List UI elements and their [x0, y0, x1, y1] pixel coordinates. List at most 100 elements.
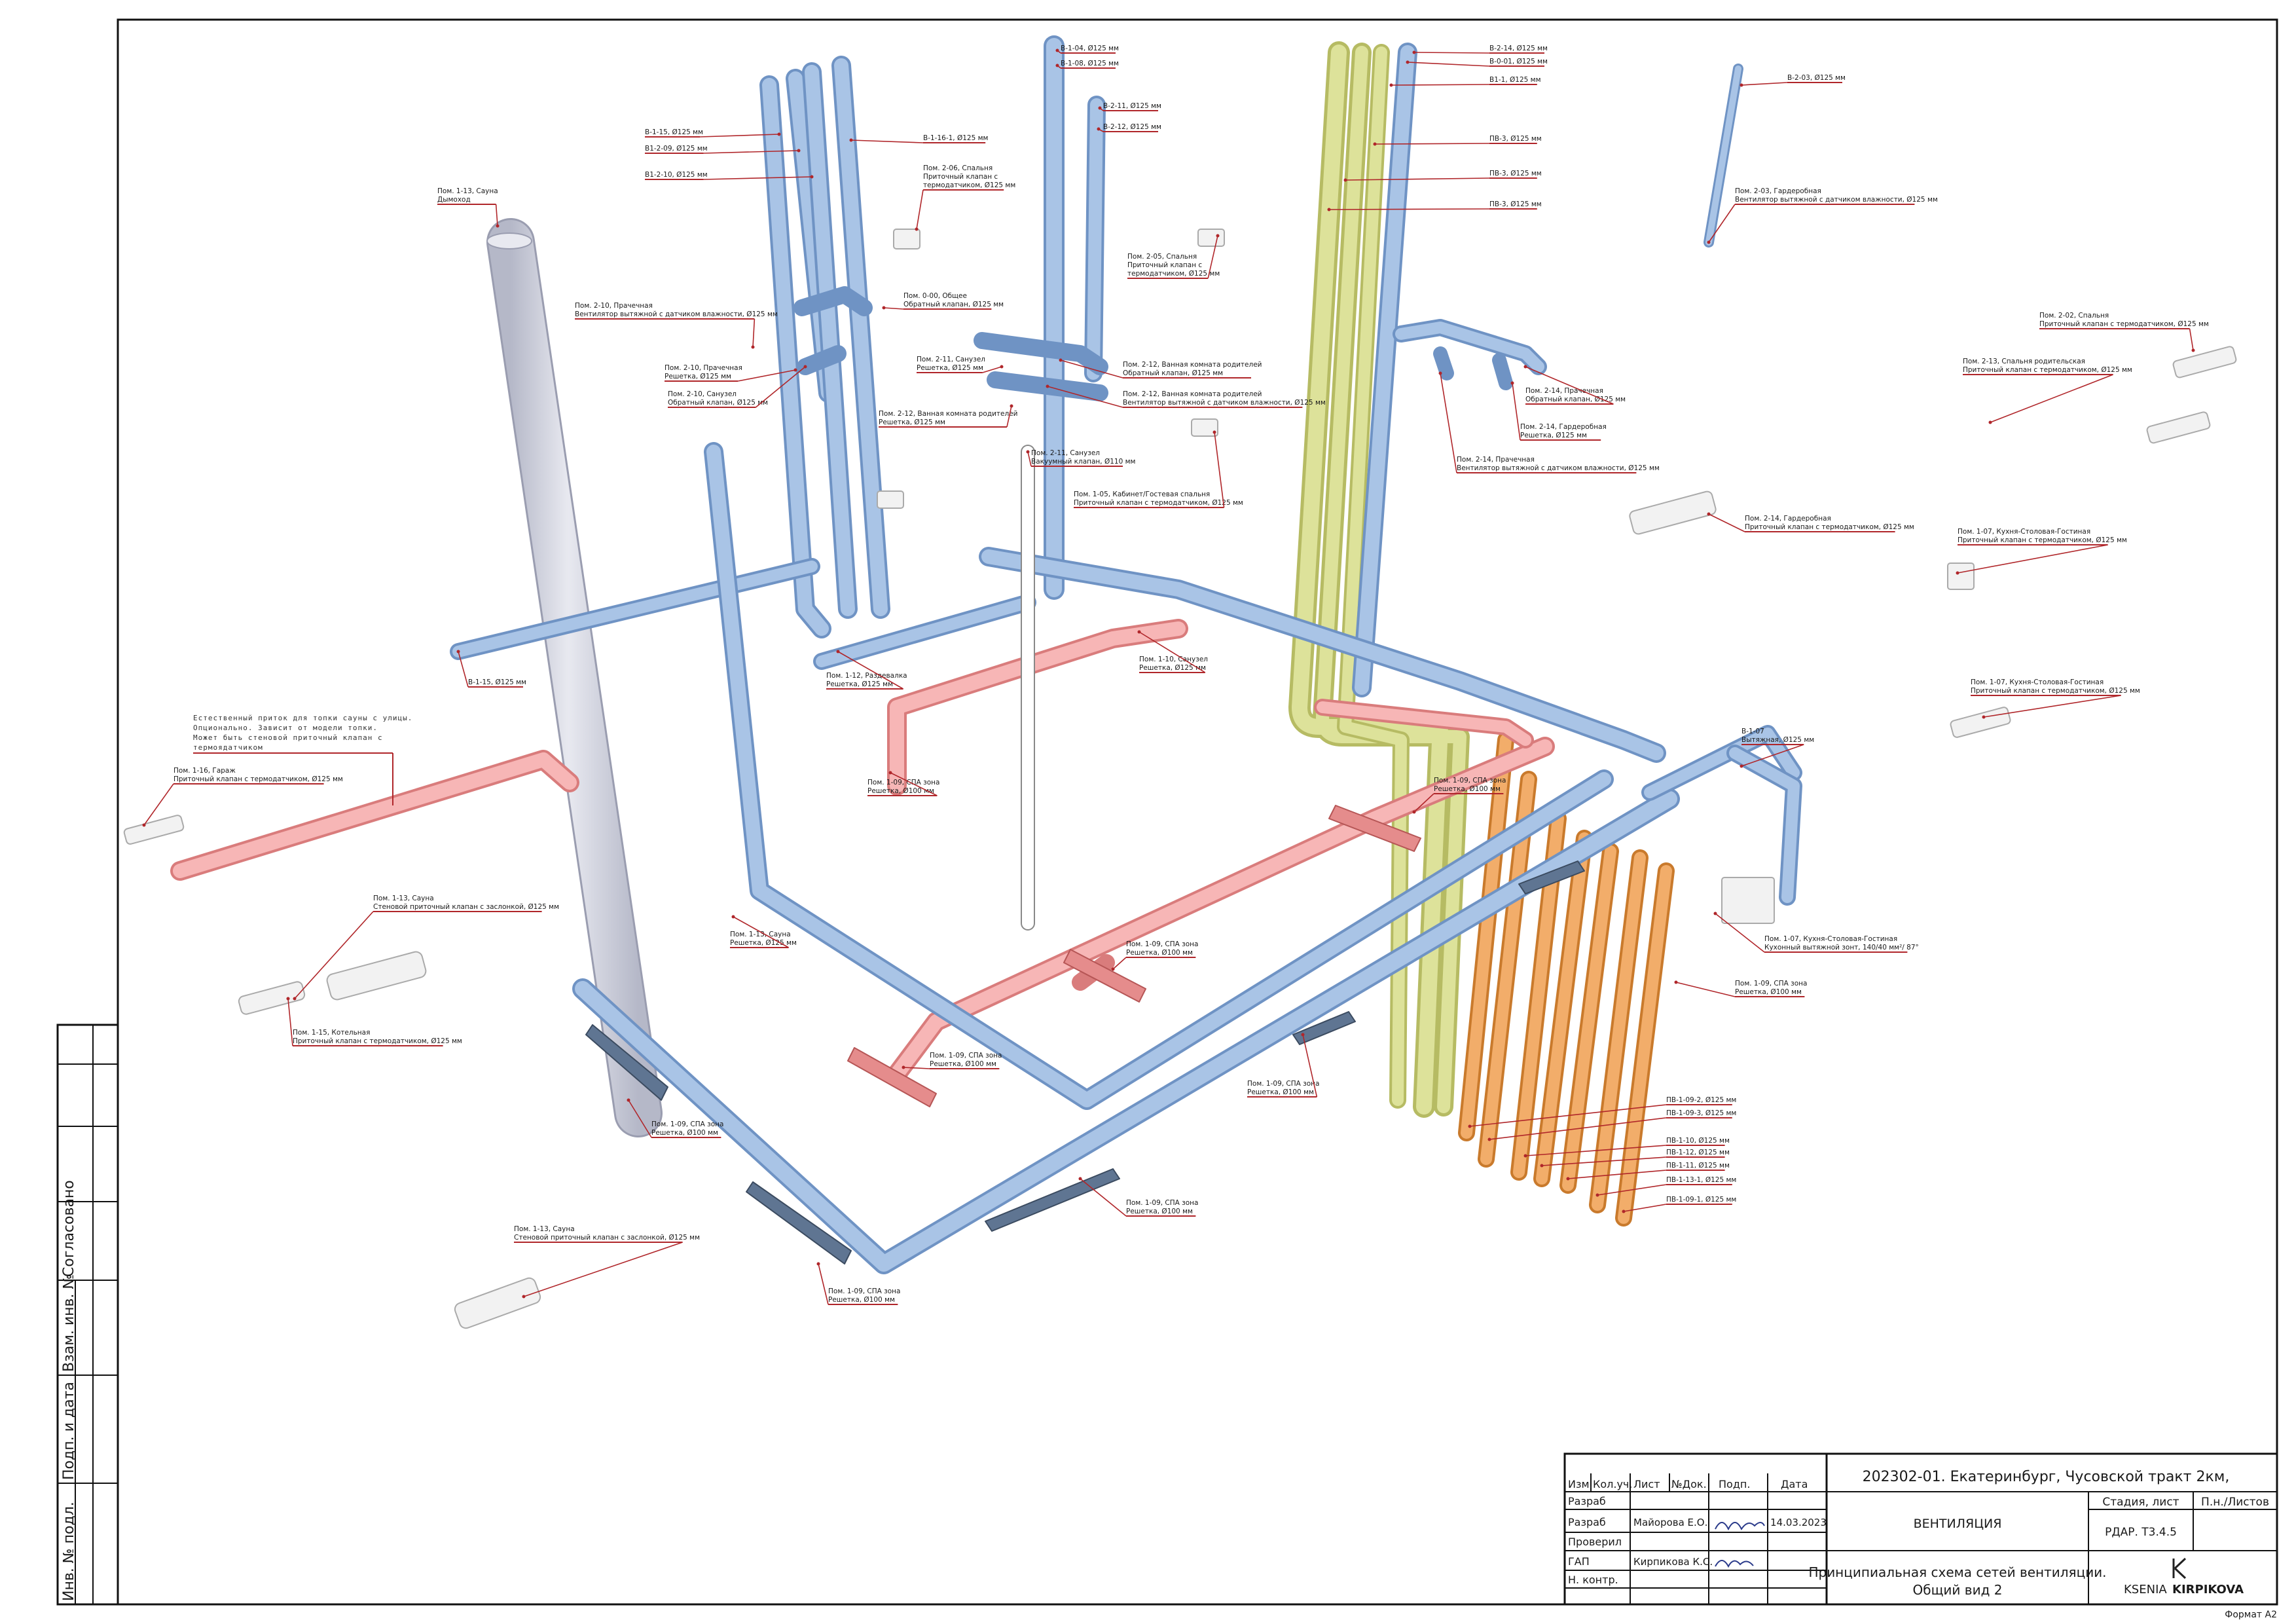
callout-text: Решетка, Ø100 мм [1126, 1208, 1193, 1215]
callout-dot [522, 1295, 526, 1299]
callout-leader [755, 366, 806, 408]
stage-header: Стадия, лист [2102, 1496, 2179, 1509]
callout-text: ПВ-1-11, Ø125 мм [1666, 1162, 1730, 1170]
callout-text: Пом. 1-07, Кухня-Столовая-Гостиная [1971, 678, 2104, 686]
side-stamp-approved: Согласовано [61, 1180, 77, 1277]
callout-dot [1046, 384, 1049, 388]
callout-text: Пом. 2-10, Прачечная [665, 364, 742, 372]
callout-leader [1983, 695, 2121, 718]
callout-leader [1328, 208, 1490, 210]
callout-dot [1327, 208, 1331, 212]
callout-labels: В-1-04, Ø125 ммВ-1-08, Ø125 ммВ-2-11, Ø1… [142, 45, 2209, 1305]
callout-text: Пом. 2-10, Прачечная [575, 302, 653, 310]
callout-text: Пом. 2-11, Санузел [917, 356, 985, 363]
callout-l60: ПВ-1-13-1, Ø125 мм [1595, 1176, 1736, 1197]
callout-l22: В-2-14, Ø125 мм [1412, 45, 1548, 54]
callout-dot [1301, 1033, 1305, 1037]
stamp-col-sign: Подп. [1719, 1478, 1750, 1490]
callout-text: В1-1, Ø125 мм [1489, 76, 1541, 84]
callout-text: Пом. 2-14, Прачечная [1457, 456, 1535, 464]
callout-dot [1438, 371, 1442, 375]
callout-leader [1413, 793, 1434, 813]
callout-leader [733, 916, 789, 948]
callout-dot [1412, 50, 1416, 54]
callout-l27: ПВ-3, Ø125 мм [1327, 200, 1542, 212]
callout-text: В-0-01, Ø125 мм [1489, 58, 1548, 65]
callout-dot [1540, 1164, 1544, 1168]
callout-l57: ПВ-1-10, Ø125 мм [1523, 1137, 1730, 1158]
callout-text: ПВ-1-13-1, Ø125 мм [1666, 1176, 1736, 1184]
callout-text: Пом. 1-13, Сауна [437, 187, 498, 195]
callout-leader [982, 366, 1002, 373]
callout-leader [1525, 1145, 1667, 1156]
callout-leader [883, 307, 904, 310]
callout-dot [1523, 365, 1527, 369]
callout-leader [1006, 405, 1012, 428]
callout-text: Пом. 1-09, СПА зона [1735, 980, 1807, 987]
callout-text: Стеновой приточный клапан с заслонкой, Ø… [514, 1234, 700, 1242]
callout-dot [1510, 381, 1514, 385]
callout-leader [1047, 386, 1123, 408]
callout-text: Приточный клапан с термодатчиком, Ø125 м… [1958, 536, 2127, 544]
stamp-row-4-role: ГАП [1568, 1555, 1590, 1568]
callout-text: Пом. 1-13, Сауна [730, 931, 791, 938]
callout-dot [777, 132, 781, 136]
callout-leader [458, 651, 469, 688]
callout-leader [1060, 360, 1123, 378]
callout-dot [1098, 106, 1102, 110]
callout-text: Решетка, Ø100 мм [1126, 949, 1193, 957]
callout-text: Обратный клапан, Ø125 мм [1123, 369, 1223, 377]
callout-l26: ПВ-3, Ø125 мм [1343, 170, 1542, 182]
chimney-pipe [486, 218, 663, 1137]
pv-orange-risers [1458, 731, 1675, 1227]
callout-l25: ПВ-3, Ø125 мм [1373, 135, 1542, 146]
callout-dot [1078, 1177, 1082, 1181]
callout-text: Пом. 2-10, Санузел [668, 390, 737, 398]
callout-text: термодатчиком, Ø125 мм [1127, 270, 1220, 278]
callout-l5: В-1-16-1, Ø125 мм [849, 134, 988, 143]
callout-text: Пом. 1-09, СПА зона [1434, 777, 1506, 784]
callout-text: Пом. 2-14, Гардеробная [1520, 423, 1607, 431]
callout-leader [903, 1067, 930, 1069]
callout-text: В-2-11, Ø125 мм [1103, 102, 1161, 110]
drawing-frame [117, 18, 2278, 1606]
callout-leader [143, 783, 174, 826]
callout-dot [902, 1065, 905, 1069]
callout-dot [849, 138, 853, 142]
callout-leader [1112, 957, 1127, 970]
callout-text: Решетка, Ø125 мм [730, 939, 797, 947]
callout-text: Пом. 1-15, Котельная [293, 1029, 370, 1037]
stamp-col-izm: Изм. [1568, 1478, 1593, 1490]
wall-supply-valves [123, 229, 2237, 1329]
callout-dot [1343, 178, 1347, 182]
callout-l36: Пом. 1-07, Кухня-Столовая-ГостинаяПриточ… [1956, 528, 2127, 575]
callout-dot [816, 1262, 820, 1266]
stamp-row-2-name: Майорова Е.О. [1633, 1517, 1707, 1528]
callout-l34: Пом. 2-13, Спальня родительскаяПриточный… [1963, 358, 2132, 424]
callout-l21: Пом. 1-05, Кабинет/Гостевая спальняПрито… [1074, 430, 1243, 508]
callout-leader [1597, 1184, 1667, 1196]
callout-dot [142, 823, 146, 827]
callout-text: Приточный клапан с термодатчиком, Ø125 м… [1971, 687, 2140, 695]
callout-leader [850, 139, 924, 143]
callout-dot [915, 227, 919, 231]
callout-dot [1412, 810, 1416, 814]
callout-dot [1059, 358, 1063, 362]
callout-leader [916, 189, 924, 230]
callout-dot [731, 915, 735, 919]
callout-text: Пом. 2-02, Спальня [2039, 312, 2109, 320]
floor-grilles [585, 805, 1585, 1264]
callout-text: В-1-08, Ø125 мм [1061, 60, 1119, 67]
callout-text: Решетка, Ø100 мм [1434, 785, 1501, 793]
